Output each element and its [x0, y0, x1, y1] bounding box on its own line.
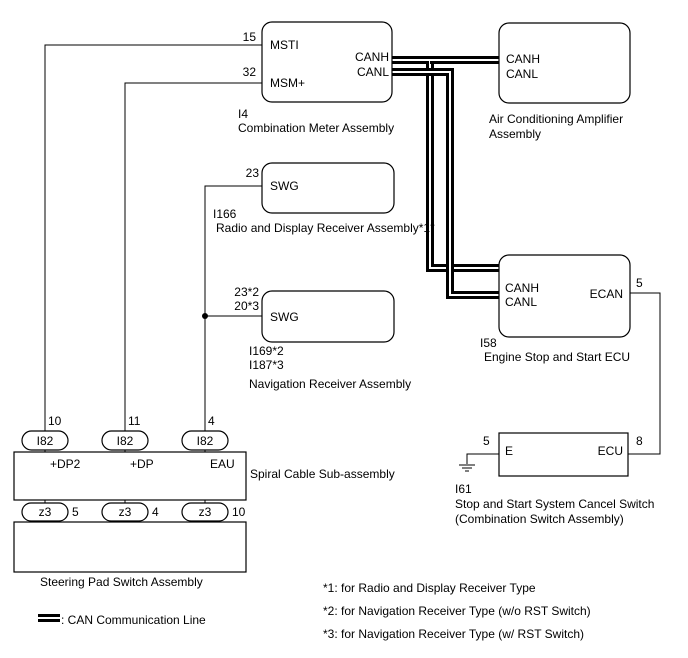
engine-stop-start-ecu: CANH CANL ECAN 5 I58 Engine Stop and Sta… [480, 254, 643, 364]
spiral-dp-label: +DP [130, 457, 154, 471]
radio-receiver: SWG 23 I166 Radio and Display Receiver A… [213, 162, 435, 235]
connector-label: z3 [39, 505, 52, 519]
pin-number: 4 [208, 414, 215, 428]
spiral-name: Spiral Cable Sub-assembly [250, 467, 395, 481]
pin-number: 11 [128, 414, 141, 428]
spiral-dp2-label: +DP2 [50, 457, 81, 471]
connector-label: I82 [197, 434, 214, 448]
connector-label: z3 [119, 505, 132, 519]
pin-number: 10 [48, 414, 62, 428]
connector-i82-10: I82 10 [21, 414, 69, 451]
ac-name-line2: Assembly [489, 127, 541, 141]
footnotes: *1: for Radio and Display Receiver Type … [323, 581, 591, 641]
pin-msti-label: MSTI [270, 38, 299, 52]
pin-number: 10 [232, 505, 246, 519]
connector-z3-10: z3 10 [181, 502, 246, 522]
radio-ref: I166 [213, 207, 237, 221]
ecu-ecan-label: ECAN [590, 287, 623, 301]
note-2: *2: for Navigation Receiver Type (w/o RS… [323, 604, 591, 618]
pin-canl-label: CANL [357, 65, 389, 79]
ecu-name: Engine Stop and Start ECU [484, 350, 630, 364]
switch-name-line1: Stop and Start System Cancel Switch [455, 497, 654, 511]
pin-canh-label: CANH [355, 50, 389, 64]
legend: : CAN Communication Line [38, 613, 206, 627]
steering-pad-name: Steering Pad Switch Assembly [40, 575, 203, 589]
pin-msm-label: MSM+ [270, 76, 305, 90]
steering-pad-switch: Steering Pad Switch Assembly [13, 521, 247, 589]
ac-canh-label: CANH [506, 52, 540, 66]
connector-label: z3 [199, 505, 212, 519]
nav-pin-number-1: 23*2 [234, 285, 259, 299]
splice-point [202, 313, 208, 319]
ac-canl-label: CANL [506, 67, 538, 81]
connector-i82-11: I82 11 [101, 414, 149, 451]
meter-name: Combination Meter Assembly [238, 121, 394, 135]
connector-label: I82 [37, 434, 54, 448]
connector-z3-4: z3 4 [101, 502, 159, 522]
pin-number-32: 32 [243, 65, 257, 79]
switch-e-label: E [505, 444, 513, 458]
ecu-ref: I58 [480, 336, 497, 350]
ground-icon [459, 464, 475, 472]
ecu-canh-label: CANH [505, 281, 539, 295]
legend-can-line: : CAN Communication Line [61, 613, 206, 627]
ecu-pin-number-5: 5 [636, 276, 643, 290]
navigation-receiver: SWG 23*2 20*3 I169*2 I187*3 Navigation R… [234, 285, 411, 391]
pin-number: 4 [152, 505, 159, 519]
can-bus [392, 56, 505, 299]
nav-swg-label: SWG [270, 310, 299, 324]
connector-i82-4: I82 4 [181, 414, 229, 451]
can-line-legend-icon [38, 614, 60, 622]
ac-amplifier: CANH CANL Air Conditioning Amplifier Ass… [489, 22, 631, 141]
nav-name: Navigation Receiver Assembly [249, 377, 411, 391]
ecu-canl-label: CANL [505, 295, 537, 309]
nav-ref-1: I169*2 [249, 344, 284, 358]
connector-label: I82 [117, 434, 134, 448]
radio-name: Radio and Display Receiver Assembly*1* [216, 221, 435, 235]
switch-ref: I61 [455, 482, 472, 496]
switch-ecu-label: ECU [598, 444, 623, 458]
spiral-eau-label: EAU [210, 457, 235, 471]
radio-pin-number: 23 [246, 166, 260, 180]
connector-z3-5: z3 5 [21, 502, 79, 522]
note-3: *3: for Navigation Receiver Type (w/ RST… [323, 627, 584, 641]
note-1: *1: for Radio and Display Receiver Type [323, 581, 536, 595]
ac-name-line1: Air Conditioning Amplifier [489, 112, 623, 126]
cancel-switch: E ECU 5 8 I61 Stop and Start System Canc… [455, 432, 654, 526]
meter-ref: I4 [238, 107, 248, 121]
pin-number-15: 15 [243, 30, 257, 44]
switch-pin-number-8: 8 [636, 434, 643, 448]
spiral-cable: +DP2 +DP EAU Spiral Cable Sub-assembly [13, 451, 395, 501]
nav-ref-2: I187*3 [249, 358, 284, 372]
switch-pin-number-5: 5 [483, 434, 490, 448]
pin-number: 5 [72, 505, 79, 519]
combination-meter: MSTI MSM+ CANH CANL 15 32 I4 Combination… [238, 21, 394, 135]
nav-pin-number-2: 20*3 [234, 299, 259, 313]
radio-swg-label: SWG [270, 179, 299, 193]
switch-name-line2: (Combination Switch Assembly) [455, 512, 624, 526]
